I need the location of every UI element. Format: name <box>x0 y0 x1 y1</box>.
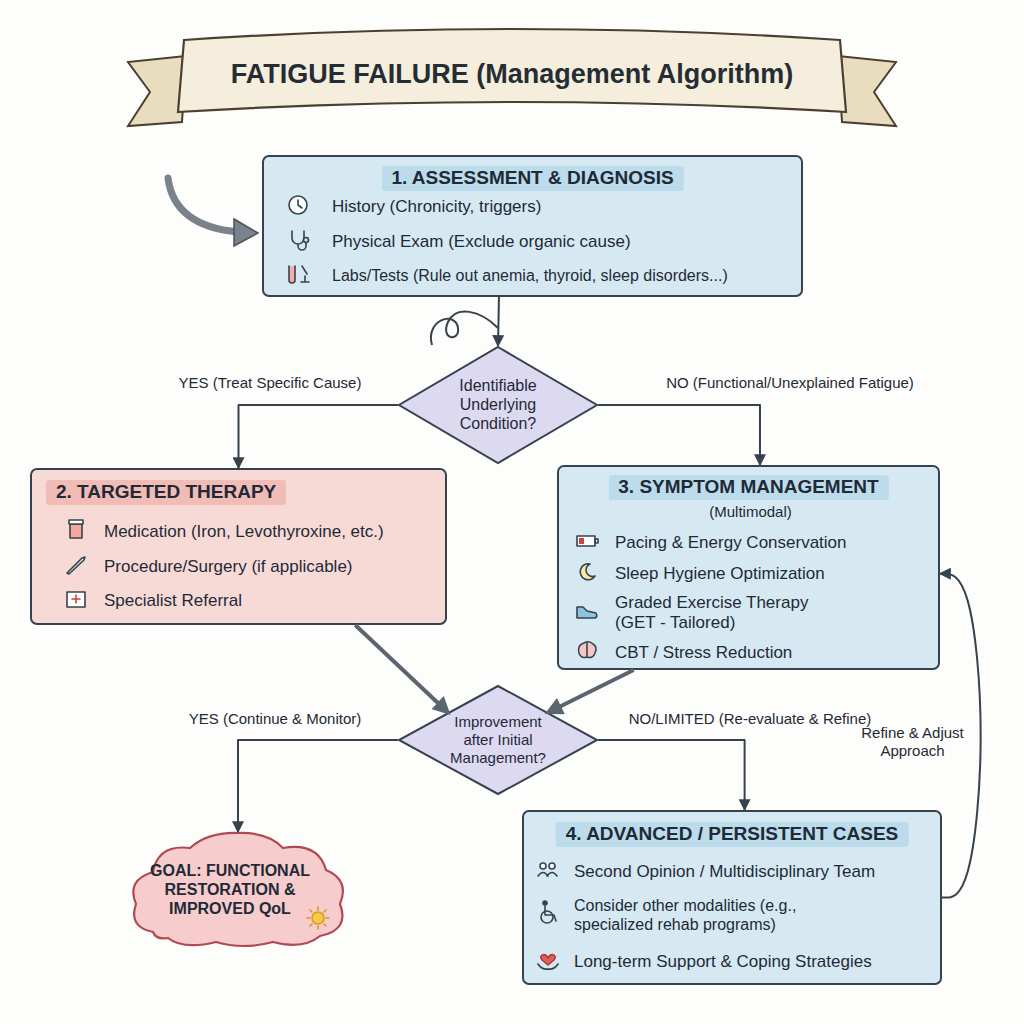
entry-arrow <box>168 178 258 246</box>
process-box: 1. ASSESSMENT & DIAGNOSIS History (Chroni… <box>262 155 803 297</box>
box-text: Identifiable Underlying Condition? <box>442 376 554 434</box>
box-heading: 3. SYMPTOM MANAGEMENT <box>608 475 888 500</box>
box-text: Consider other modalities (e.g., special… <box>574 896 874 934</box>
title-ribbon <box>128 29 896 126</box>
team-icon <box>538 863 557 876</box>
box-text: Sleep Hygiene Optimization <box>615 564 925 584</box>
box-text: Long-term Support & Coping Strategies <box>574 952 929 972</box>
flow-arrow <box>940 574 981 898</box>
heart-hands-icon <box>538 955 558 969</box>
box-text: (Multimodal) <box>559 503 942 521</box>
pill-bottle-icon <box>69 520 83 538</box>
edge-label: YES (Treat Specific Cause) <box>140 374 400 392</box>
decision-diamond: Identifiable Underlying Condition? <box>398 346 598 464</box>
moon-icon <box>580 564 595 580</box>
box-text: Pacing & Energy Conservation <box>615 533 925 553</box>
edge-label: NO (Functional/Unexplained Fatigue) <box>600 374 980 392</box>
flow-arrow <box>239 405 399 468</box>
box-text: Improvement after Initial Management? <box>439 713 557 767</box>
flow-arrow <box>497 297 500 346</box>
flow-arrow <box>548 670 634 713</box>
sun-icon <box>307 907 329 929</box>
box-text: History (Chronicity, triggers) <box>332 197 792 217</box>
flow-arrow <box>355 625 448 713</box>
diamond-shape <box>399 686 597 794</box>
battery-icon <box>577 536 598 546</box>
decision-diamond: Improvement after Initial Management? <box>398 685 598 795</box>
clock-icon <box>289 196 307 214</box>
box-heading: GOAL: FUNCTIONAL RESTORATION & IMPROVED … <box>144 861 316 919</box>
box-text: Second Opinion / Multidisciplinary Team <box>574 862 929 882</box>
edge-label: NO/LIMITED (Re-evaluate & Refine) <box>600 710 900 728</box>
lab-icon <box>289 266 309 283</box>
flow-arrow <box>598 740 745 810</box>
wheelchair-icon <box>541 901 556 923</box>
cloud-shape <box>133 833 343 946</box>
box-text: Physical Exam (Exclude organic cause) <box>332 232 792 252</box>
diagram-title: FATIGUE FAILURE (Management Algorithm) <box>190 58 834 90</box>
shoe-icon <box>577 607 597 618</box>
hospital-icon <box>67 592 85 607</box>
box-text: CBT / Stress Reduction <box>615 643 925 663</box>
scalpel-icon <box>67 557 85 574</box>
flow-arrow <box>238 740 398 832</box>
box-text: Graded Exercise Therapy (GET - Tailored) <box>615 593 830 634</box>
flow-arrow <box>598 405 760 465</box>
box-heading: 4. ADVANCED / PERSISTENT CASES <box>556 822 909 847</box>
box-text: Specialist Referral <box>104 591 444 611</box>
edge-label: YES (Continue & Monitor) <box>150 710 400 728</box>
box-heading: 2. TARGETED THERAPY <box>46 480 286 505</box>
diamond-shape <box>399 347 597 463</box>
loop-flourish <box>431 312 498 345</box>
box-text: Procedure/Surgery (if applicable) <box>104 557 444 577</box>
process-box: 2. TARGETED THERAPY Medication (Iron, Lev… <box>30 468 447 625</box>
goal-cloud: GOAL: FUNCTIONAL RESTORATION & IMPROVED … <box>128 832 348 948</box>
process-box: 4. ADVANCED / PERSISTENT CASES Second Opi… <box>522 810 942 985</box>
brain-icon <box>579 642 597 658</box>
box-text: Labs/Tests (Rule out anemia, thyroid, sl… <box>332 266 800 285</box>
edge-label: Refine & Adjust Approach <box>850 724 975 760</box>
process-box: 3. SYMPTOM MANAGEMENT (Multimodal) Pacing … <box>557 465 940 670</box>
box-heading: 1. ASSESSMENT & DIAGNOSIS <box>381 166 683 191</box>
box-text: Medication (Iron, Levothyroxine, etc.) <box>104 522 444 542</box>
stethoscope-icon <box>292 231 309 250</box>
